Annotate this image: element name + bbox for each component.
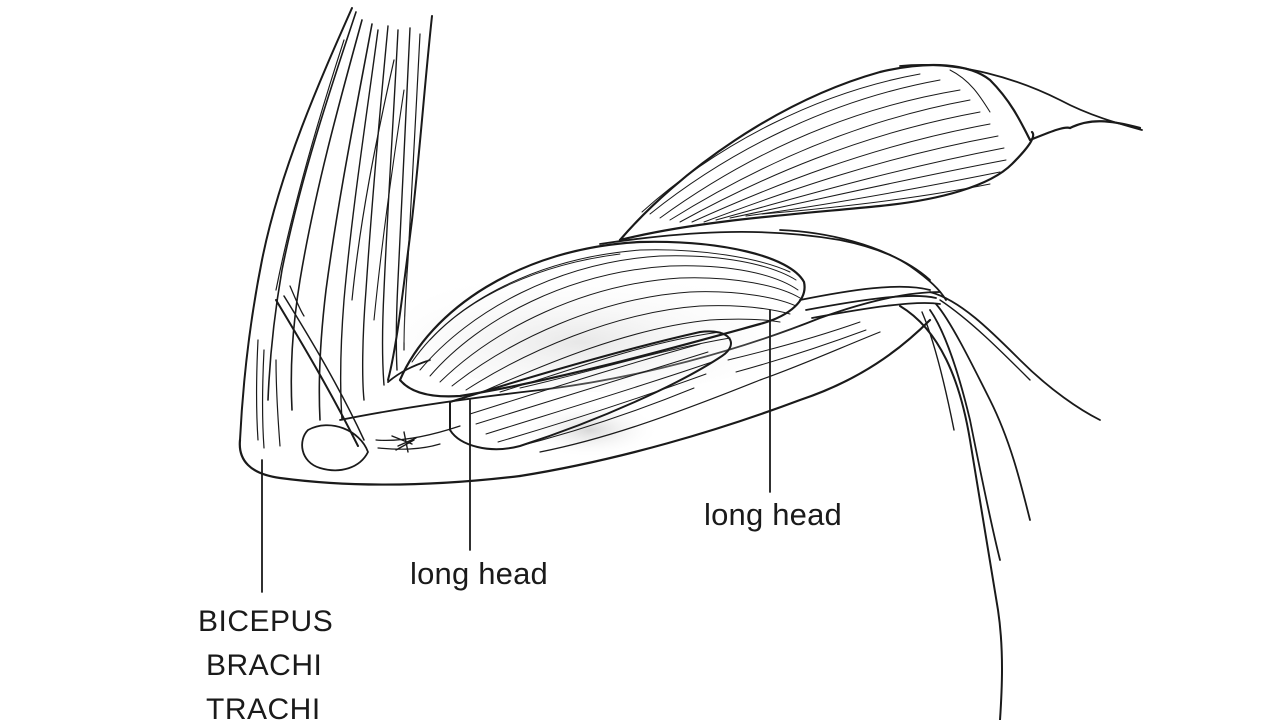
deltoid — [618, 63, 1143, 242]
label-long-head-left: long head — [410, 556, 548, 591]
label-long-head-right: long head — [704, 497, 842, 532]
label-bicepus-line3: TRACHI — [206, 693, 321, 720]
biceps-long-head — [398, 240, 806, 398]
biceps-short-head — [449, 321, 881, 458]
shoulder-tendons — [599, 229, 1101, 561]
label-bicepus-line2: BRACHI — [206, 649, 323, 682]
elbow — [238, 424, 522, 486]
leader-lines — [261, 309, 771, 593]
label-bicepus-line1: BICEPUS — [198, 605, 334, 638]
torso-outline — [899, 305, 1003, 720]
forearm — [239, 7, 433, 449]
